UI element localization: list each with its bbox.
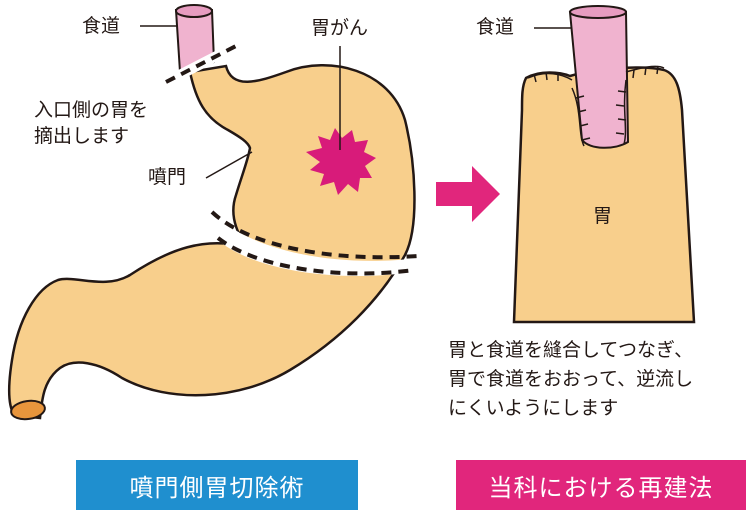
stomach-label: 胃 — [593, 205, 613, 227]
right-esophagus-label: 食道 — [476, 16, 515, 38]
description-line1: 胃と食道を縫合してつなぎ、 — [448, 339, 694, 361]
duodenum-opening — [10, 399, 46, 421]
suture-marks — [527, 65, 665, 147]
lower-cut-line — [210, 210, 419, 277]
cancer-label: 胃がん — [311, 17, 369, 39]
cardia-label: 噴門 — [148, 166, 187, 188]
esophagus-label: 食道 — [82, 15, 121, 37]
esophagus-opening — [175, 4, 213, 18]
tumor-shape — [306, 128, 376, 195]
description-line2: 胃で食道をおおって、逆流し — [448, 368, 694, 390]
right-esophagus-opening — [569, 5, 627, 19]
procedure-banner: 噴門側胃切除術 — [76, 460, 358, 510]
description-line3: にくいようにします — [448, 397, 619, 419]
removal-note-line1: 入口側の胃を — [34, 99, 149, 121]
cardia-leader — [205, 151, 253, 179]
upper-cut-line — [163, 41, 239, 87]
reconstruction-banner: 当科における再建法 — [456, 460, 746, 510]
remnant-stomach-shape — [512, 66, 696, 324]
removal-note-line2: 摘出します — [34, 125, 130, 147]
arrow-icon — [436, 166, 500, 222]
